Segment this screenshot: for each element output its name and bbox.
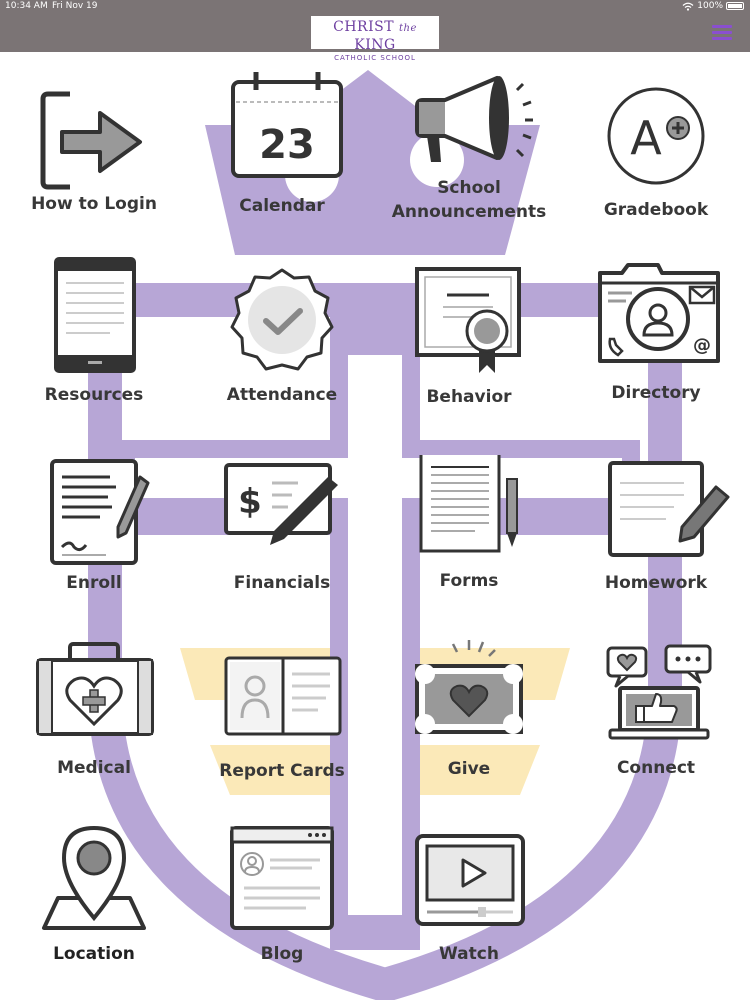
tile-label: Behavior — [426, 387, 512, 407]
status-date: Fri Nov 19 — [52, 1, 98, 11]
calendar-icon: 23 — [231, 72, 343, 178]
tile-give[interactable]: Give — [375, 640, 563, 790]
signed-document-icon — [50, 459, 150, 565]
status-right: 100% — [682, 1, 744, 11]
school-logo: CHRIST the KING CATHOLIC SCHOOL — [311, 16, 439, 62]
hamburger-menu-button[interactable] — [712, 25, 732, 41]
svg-text:A: A — [630, 111, 662, 165]
tile-label: How to Login — [31, 194, 157, 214]
tablet-icon — [54, 257, 136, 373]
tile-label: Resources — [44, 385, 144, 405]
tile-label: Financials — [233, 573, 331, 593]
tile-label: Connect — [616, 758, 696, 778]
tile-attendance[interactable]: Attendance — [188, 255, 376, 415]
notebook-pencil-icon — [608, 461, 730, 557]
tile-report-cards[interactable]: Report Cards — [188, 640, 376, 790]
checkmark-badge-icon — [230, 268, 334, 371]
battery-percent: 100% — [697, 1, 723, 11]
tile-label: Calendar — [239, 196, 325, 216]
tile-directory[interactable]: @ Directory — [562, 255, 750, 415]
logo-subtitle: CATHOLIC SCHOOL — [334, 54, 416, 62]
tile-calendar[interactable]: 23 Calendar — [188, 70, 376, 230]
wifi-icon — [682, 2, 694, 11]
tile-blog[interactable]: Blog — [188, 822, 376, 972]
tile-medical[interactable]: Medical — [0, 640, 188, 790]
login-arrow-icon — [40, 91, 142, 190]
tile-label: Enroll — [66, 573, 122, 593]
tile-location[interactable]: Location — [0, 822, 188, 972]
tile-resources[interactable]: Resources — [0, 255, 188, 415]
tile-label: Homework — [604, 573, 708, 593]
battery-icon — [726, 2, 744, 10]
tile-how-to-login[interactable]: How to Login — [0, 70, 188, 230]
tile-behavior[interactable]: Behavior — [375, 255, 563, 415]
tile-label: Give — [447, 759, 491, 779]
status-time: 10:34 AM — [5, 1, 48, 11]
medical-kit-icon — [36, 642, 154, 736]
status-bar: 10:34 AM Fri Nov 19 100% — [0, 0, 750, 14]
tile-label: Blog — [260, 944, 304, 964]
tile-label: School Announcements — [391, 178, 547, 222]
browser-profile-icon — [230, 826, 334, 930]
grade-a-plus-icon: A — [607, 87, 705, 185]
tile-label: Directory — [611, 383, 701, 403]
map-pin-icon — [42, 825, 146, 930]
tile-label: Watch — [439, 944, 499, 964]
tile-gradebook[interactable]: A Gradebook — [562, 70, 750, 230]
tile-homework[interactable]: Homework — [562, 455, 750, 595]
tile-financials[interactable]: $ Financials — [188, 455, 376, 595]
donation-heart-icon — [415, 640, 523, 734]
tile-watch[interactable]: Watch — [375, 822, 563, 972]
check-pen-icon: $ — [224, 463, 338, 545]
tile-label: Attendance — [226, 385, 338, 405]
contact-directory-icon: @ — [598, 263, 720, 363]
tile-label: Gradebook — [603, 200, 709, 220]
tile-label: Report Cards — [219, 761, 345, 781]
tile-school-announcements[interactable]: School Announcements — [375, 70, 563, 230]
tile-connect[interactable]: Connect — [562, 640, 750, 790]
id-card-icon — [224, 656, 342, 736]
video-player-icon — [415, 834, 525, 926]
logo-title: CHRIST the KING — [333, 19, 417, 53]
tile-label: Forms — [439, 571, 499, 591]
tile-label: Location — [53, 944, 135, 964]
tile-label: Medical — [57, 758, 131, 778]
svg-text:@: @ — [693, 335, 711, 356]
svg-text:23: 23 — [259, 122, 315, 168]
megaphone-icon — [415, 76, 533, 162]
tile-forms[interactable]: Forms — [375, 455, 563, 595]
tile-enroll[interactable]: Enroll — [0, 455, 188, 595]
social-like-icon — [606, 644, 712, 740]
app-header: CHRIST the KING CATHOLIC SCHOOL — [0, 14, 750, 62]
svg-text:$: $ — [238, 482, 262, 522]
certificate-icon — [415, 267, 521, 373]
form-pencil-icon — [419, 455, 518, 553]
